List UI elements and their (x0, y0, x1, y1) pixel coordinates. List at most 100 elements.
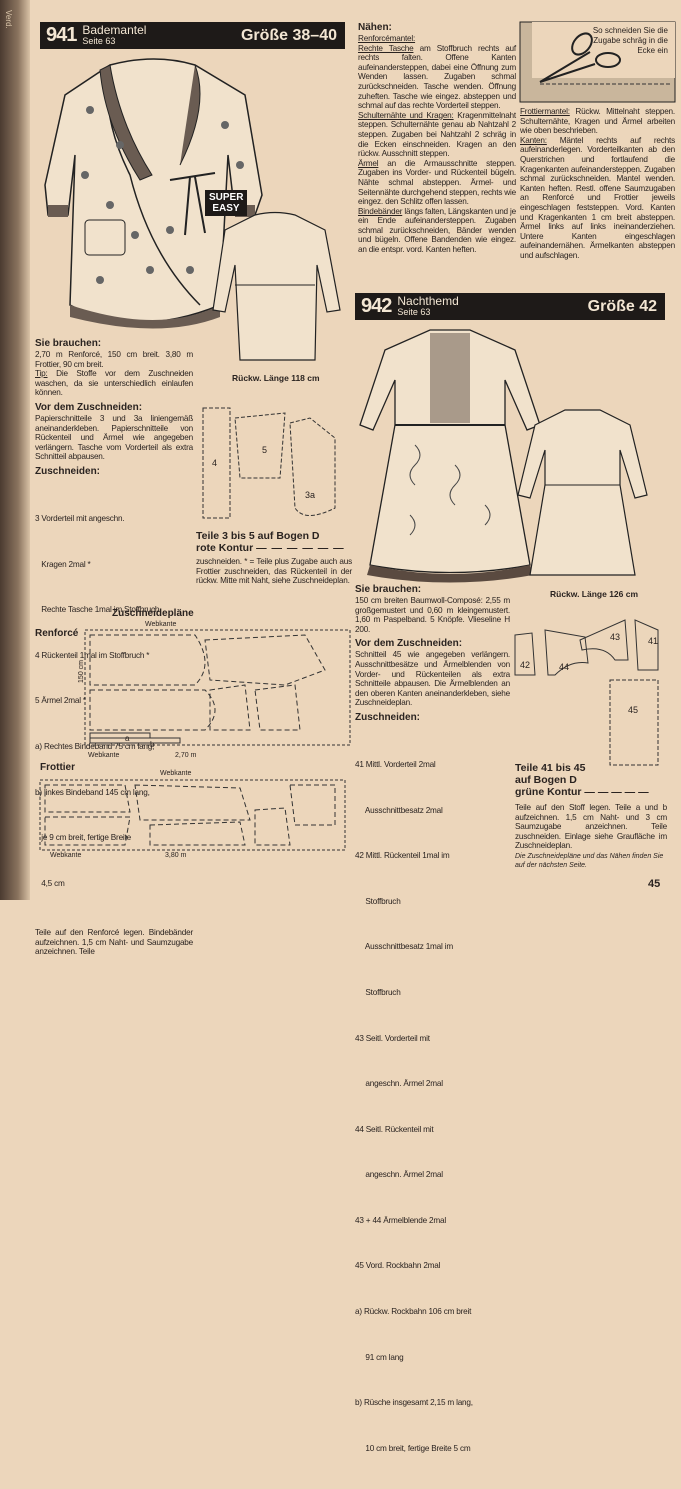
model-942-instructions: Sie brauchen: 150 cm breiten Baumwoll-Co… (355, 584, 510, 1489)
page-ref: Seite 63 (82, 35, 116, 46)
plan-length: 3,80 m (165, 852, 187, 859)
list-item: b) Rüsche insgesamt 2,15 m lang, (355, 1398, 473, 1408)
selvage-label: Webkante (160, 770, 192, 777)
model-name: Bademantel (82, 22, 147, 37)
piece-label: 42 (520, 660, 531, 670)
pieces-note-941: Teile 3 bis 5 auf Bogen D rote Kontur — … (196, 530, 352, 586)
sewing-instructions: Nähen: Renforcémantel: Rechte Tasche am … (358, 22, 516, 255)
cutting-plans-title: Zuschneidepläne (112, 608, 194, 619)
step-label: Kanten: (520, 135, 547, 145)
piece-label: 5 (262, 445, 268, 455)
selvage-label: Webkante (145, 621, 177, 628)
binding-text: Verd. (4, 10, 13, 29)
size-label: Größe 38–40 (240, 26, 337, 44)
step-label: Rechte Tasche (358, 43, 414, 53)
step-text: am Stoffbruch rechts auf rechts falten. … (358, 43, 516, 111)
piece-label: 4 (212, 458, 218, 468)
selvage-label: Webkante (50, 852, 82, 859)
list-item: a) Rechtes Bindeband 75 cm lang, (35, 741, 155, 751)
list-item: Ausschnittbesatz 2mal (355, 805, 443, 815)
step-text: Rückw. Mittelnaht steppen. Schulternähte… (520, 107, 675, 136)
bathrobe-back-illustration (212, 211, 341, 361)
sewing-heading: Nähen: (358, 22, 392, 33)
plan-renforce-label: Renforcé (35, 628, 79, 639)
needs-heading: Sie brauchen: (35, 338, 102, 349)
list-item: 44 Seitl. Rückenteil mit (355, 1124, 434, 1134)
step-text: Mäntel rechts auf rechts aufeinanderlege… (520, 135, 675, 260)
list-item: 41 Mittl. Vorderteil 2mal (355, 759, 436, 769)
piece-label: 41 (648, 636, 659, 646)
pieces-title: Teile 41 bis 45 (515, 762, 586, 774)
tip-label: Tip: (35, 369, 48, 379)
page-ref: Seite 63 (397, 306, 431, 317)
needs-heading: Sie brauchen: (355, 584, 422, 595)
cutting-list: 41 Mittl. Vorderteil 2mal Ausschnittbesa… (355, 724, 510, 1489)
piece-label: b (150, 740, 155, 749)
cutting-plan-frottier (39, 779, 346, 851)
list-item: Stoffbruch (355, 987, 401, 997)
pieces-note-942: Teile 41 bis 45 auf Bogen D grüne Kontur… (515, 762, 665, 798)
selvage-label: Webkante (88, 752, 120, 759)
step-label: Ärmel (358, 158, 379, 168)
page-binding: Verd. (0, 0, 30, 900)
nightgown-front-illustration (359, 329, 541, 583)
plan-length: 2,70 m (175, 752, 197, 759)
step-label: Frottiermantel: (520, 107, 570, 116)
next-page-note: Die Zuschneidepläne und das Nähen finden… (515, 853, 664, 869)
piece-label: 44 (559, 662, 570, 672)
list-item: 5 Ärmel 2mal * (35, 696, 86, 706)
list-item: 10 cm breit, fertige Breite 5 cm (355, 1443, 471, 1453)
bathrobe-front-illustration (44, 58, 263, 329)
list-item: 3 Vorderteil mit angeschn. (35, 513, 125, 523)
back-length-caption: Rückw. Länge 118 cm (232, 373, 320, 383)
pieces-contour: grüne Kontur (515, 786, 582, 798)
cutting-list: 3 Vorderteil mit angeschn. Kragen 2mal *… (35, 478, 193, 924)
step-text: an die Armausschnitte steppen. Zugaben i… (358, 158, 516, 207)
plan-frottier-label: Frottier (40, 762, 75, 773)
pieces-title: auf Bogen D (515, 774, 577, 786)
list-item: 91 cm lang (355, 1352, 404, 1362)
size-label: Größe 42 (587, 297, 657, 315)
step-label: Schulternähte und Kragen: (358, 110, 454, 120)
pieces-contour: rote Kontur (196, 542, 254, 554)
before-cutting-heading: Vor dem Zuschneiden: (355, 638, 463, 650)
piece-label: 45 (628, 705, 639, 715)
before-cutting-text: Schnitteil 45 wie angegeben verlängern. … (355, 650, 510, 708)
list-item: 4 Rückenteil 1mal im Stoffbruch * (35, 650, 150, 660)
list-item: Rechte Tasche 1mal im Stoffbruch (35, 605, 160, 615)
list-item: je 9 cm breit, fertige Breite (35, 833, 131, 843)
list-item: 43 Seitl. Vorderteil mit (355, 1033, 430, 1043)
cutting-heading: Zuschneiden: (355, 711, 421, 723)
list-item: 4,5 cm (35, 878, 65, 888)
scissors-corner-illustration (519, 21, 676, 103)
cutting-heading: Zuschneiden: (35, 465, 101, 477)
after-cutting-text: Teile auf den Stoff legen. Teile a und b… (515, 803, 667, 851)
model-name: Nachthemd (397, 293, 459, 308)
needs-text: 150 cm breiten Baumwoll-Composé: 2,55 m … (355, 596, 510, 634)
page-number: 45 (648, 878, 661, 890)
list-item: Kragen 2mal * (35, 559, 91, 569)
tip-text: Die Stoffe vor dem Zuschneiden waschen, … (35, 369, 193, 398)
pattern-pieces-942 (514, 619, 659, 766)
list-item: 43 + 44 Ärmelblende 2mal (355, 1215, 447, 1225)
list-item: b) linkes Bindeband 145 cm lang, (35, 787, 150, 797)
pattern-pieces-941 (202, 407, 336, 519)
renforce-subheading: Renforcémantel: (358, 34, 416, 43)
piece-label: 3a (305, 490, 316, 500)
step-text: längs falten, Längskanten und je ein End… (358, 206, 516, 255)
frottier-instructions: Frottiermantel: Rückw. Mittelnaht steppe… (520, 107, 675, 261)
model-number: 941 (46, 24, 77, 46)
plan-width: 150 cm (78, 660, 85, 683)
super-easy-badge: SUPER EASY (205, 190, 247, 216)
model-number: 942 (361, 295, 392, 317)
list-item: Stoffbruch (355, 896, 401, 906)
list-item: 42 Mittl. Rückenteil 1mal im (355, 851, 450, 861)
piece-label: 43 (610, 632, 621, 642)
pieces-title: Teile 3 bis 5 auf Bogen D (196, 530, 320, 542)
step-label: Bindebänder (358, 206, 403, 216)
back-length-caption: Rückw. Länge 126 cm (550, 589, 639, 599)
list-item: a) Rückw. Rockbahn 106 cm breit (355, 1307, 472, 1317)
needs-text: 2,70 m Renforcé, 150 cm breit. 3,80 m Fr… (35, 350, 193, 369)
